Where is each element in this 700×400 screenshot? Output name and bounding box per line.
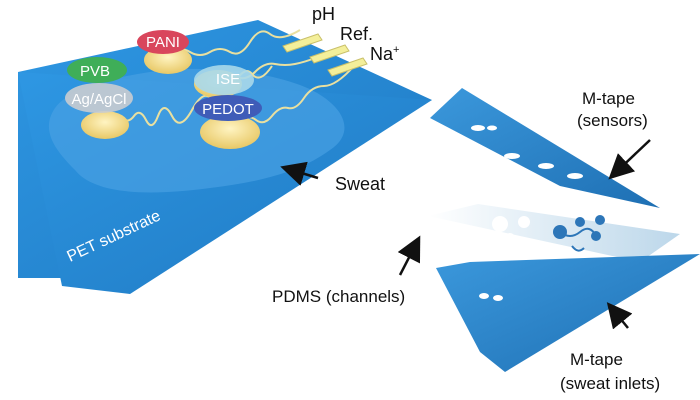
ise-coating — [194, 65, 254, 95]
wire-pedot — [239, 65, 355, 124]
pani-label: PANI — [146, 34, 180, 51]
mtape-sensors-label-line2: (sensors) — [577, 111, 648, 130]
pdms-label: PDMS (channels) — [272, 287, 405, 306]
sensor-hole — [471, 125, 485, 131]
inlet-hole — [493, 295, 503, 301]
ph-label: pH — [312, 4, 335, 24]
inlet-hole — [479, 293, 489, 299]
ise-label: ISE — [216, 71, 240, 88]
pani-coating — [137, 30, 189, 54]
sensor-hole — [567, 173, 583, 179]
mtape-sensors-sheet — [430, 88, 660, 208]
pdms-channel-chamber — [595, 215, 605, 225]
electrode-large — [200, 115, 260, 149]
pdms-arrow — [397, 235, 421, 276]
pvb-coating — [67, 57, 127, 83]
pedot-label: PEDOT — [202, 101, 254, 118]
pdms-chamber — [492, 216, 508, 232]
pedot-coating — [194, 95, 262, 121]
mtape-inlets-layer — [436, 254, 700, 372]
mtape-inlets-label-line2: (sweat inlets) — [560, 374, 660, 393]
contact-pad-ph — [282, 33, 323, 53]
contact-pad-na — [327, 57, 368, 77]
agagcl-coating — [65, 83, 133, 113]
agagcl-label: Ag/AgCl — [71, 91, 126, 108]
sweat-arrow — [280, 161, 319, 186]
ref-label: Ref. — [340, 24, 373, 44]
contact-pad-ref — [309, 44, 350, 64]
pvb-label: PVB — [80, 63, 110, 80]
sensor-hole — [487, 125, 497, 131]
mtape-sensors-layer — [430, 88, 660, 208]
mtape-inlets-arrow — [606, 302, 633, 330]
pdms-channel-chamber — [575, 217, 585, 227]
sensor-hole — [504, 153, 520, 159]
pdms-channel — [559, 227, 597, 252]
sweat-label: Sweat — [335, 174, 385, 194]
mtape-inlets-sheet — [436, 254, 700, 372]
mtape-sensors-arrow — [608, 139, 651, 180]
pdms-chamber — [505, 233, 515, 243]
sensor-hole — [538, 163, 554, 169]
contact-pads — [282, 33, 368, 77]
na-label: Na+ — [370, 44, 399, 64]
coating-labels: PANI PVB Ag/AgCl ISE PEDOT — [65, 30, 262, 121]
wire-pani — [169, 29, 301, 56]
mtape-inlets-label-line1: M-tape — [570, 350, 623, 369]
pdms-layer — [428, 204, 680, 262]
electrode-ref — [81, 111, 129, 139]
mtape-sensors-label-line1: M-tape — [582, 89, 635, 108]
pdms-chamber — [518, 216, 530, 228]
